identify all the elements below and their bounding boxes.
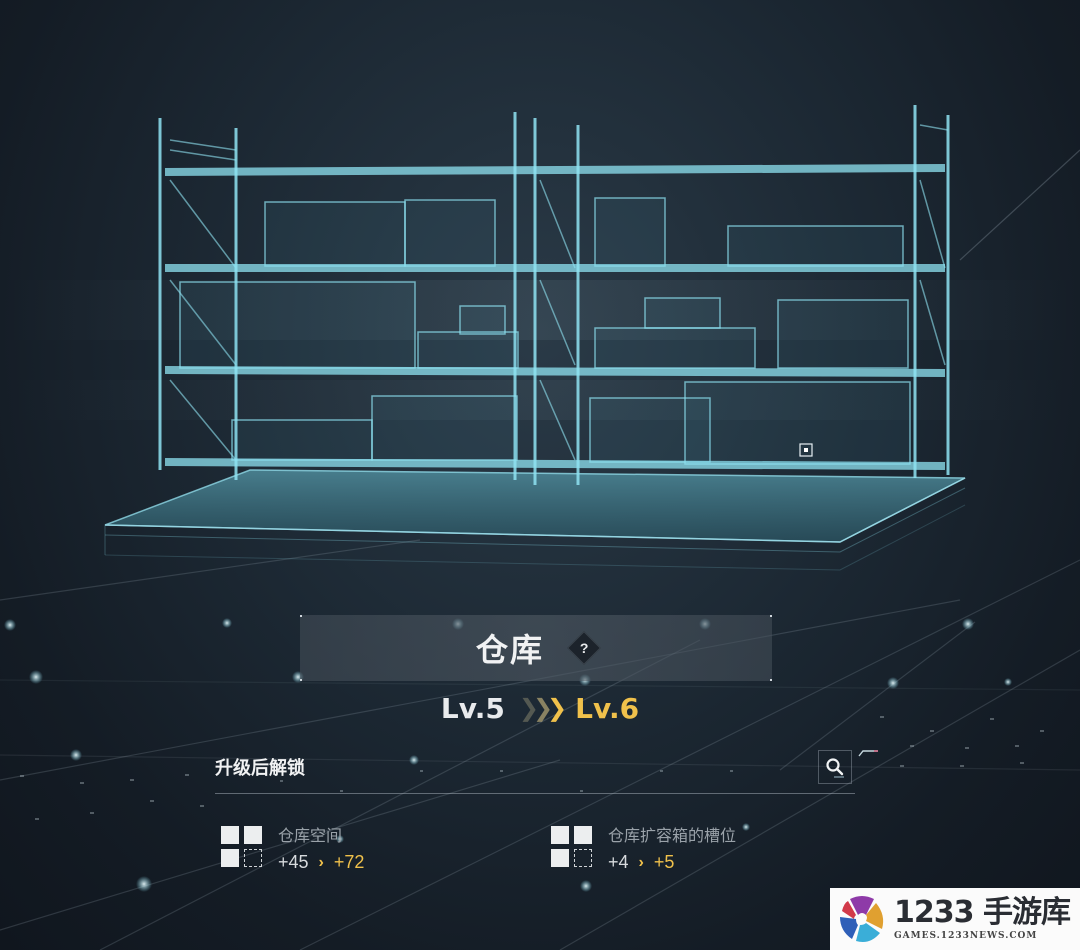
storage-grid-icon [551,826,595,870]
corner-marker [300,615,302,617]
corner-marker [300,679,302,681]
triple-chevron-right-icon: ❯❯❯ [518,694,567,722]
unlock-item-values: +4 › +5 [608,852,674,873]
new-value: +5 [653,852,675,872]
unlock-item-values: +45 › +72 [278,852,364,873]
unlock-item-expansion-slots: 仓库扩容箱的槽位 +4 › +5 [551,825,851,875]
question-diamond-icon: ? [579,640,589,656]
preview-search-button[interactable] [818,750,852,784]
new-value: +72 [333,852,365,872]
corner-marker [770,679,772,681]
next-level: Lv.6 [575,691,640,725]
warehouse-hologram-model [104,105,966,571]
hologram-floor-platform [104,469,966,571]
old-value: +4 [608,852,629,872]
site-watermark: 1233 手游库 GAMES.1233NEWS.COM [830,888,1080,950]
corner-marker [770,615,772,617]
level-upgrade-indicator: Lv.5 ❯❯❯ Lv.6 [0,688,1080,728]
chevron-right-icon: › [318,853,324,871]
current-level: Lv.5 [440,691,505,725]
unlock-item-storage-space: 仓库空间 +45 › +72 [221,825,521,875]
unlocks-section-header: 升级后解锁 [215,750,878,794]
section-divider [215,793,855,794]
deco-bracket-icon [858,750,878,757]
brand-logo-icon [840,896,884,942]
watermark-brand: 1233 手游库 [894,895,1071,930]
chevron-right-icon: › [638,853,644,871]
facility-title-panel: 仓库 ? [300,615,772,681]
unlock-item-label: 仓库空间 [278,826,343,845]
anchor-marker-icon [799,443,813,457]
old-value: +45 [278,852,309,872]
magnifier-icon [826,758,844,778]
storage-grid-icon [221,826,265,870]
facility-name: 仓库 [475,631,544,669]
unlocks-section-title: 升级后解锁 [215,758,305,779]
unlock-item-label: 仓库扩容箱的槽位 [608,826,737,845]
watermark-url: GAMES.1233NEWS.COM [894,931,1038,941]
shelving-frame [158,105,950,485]
help-button[interactable]: ? [567,631,601,665]
